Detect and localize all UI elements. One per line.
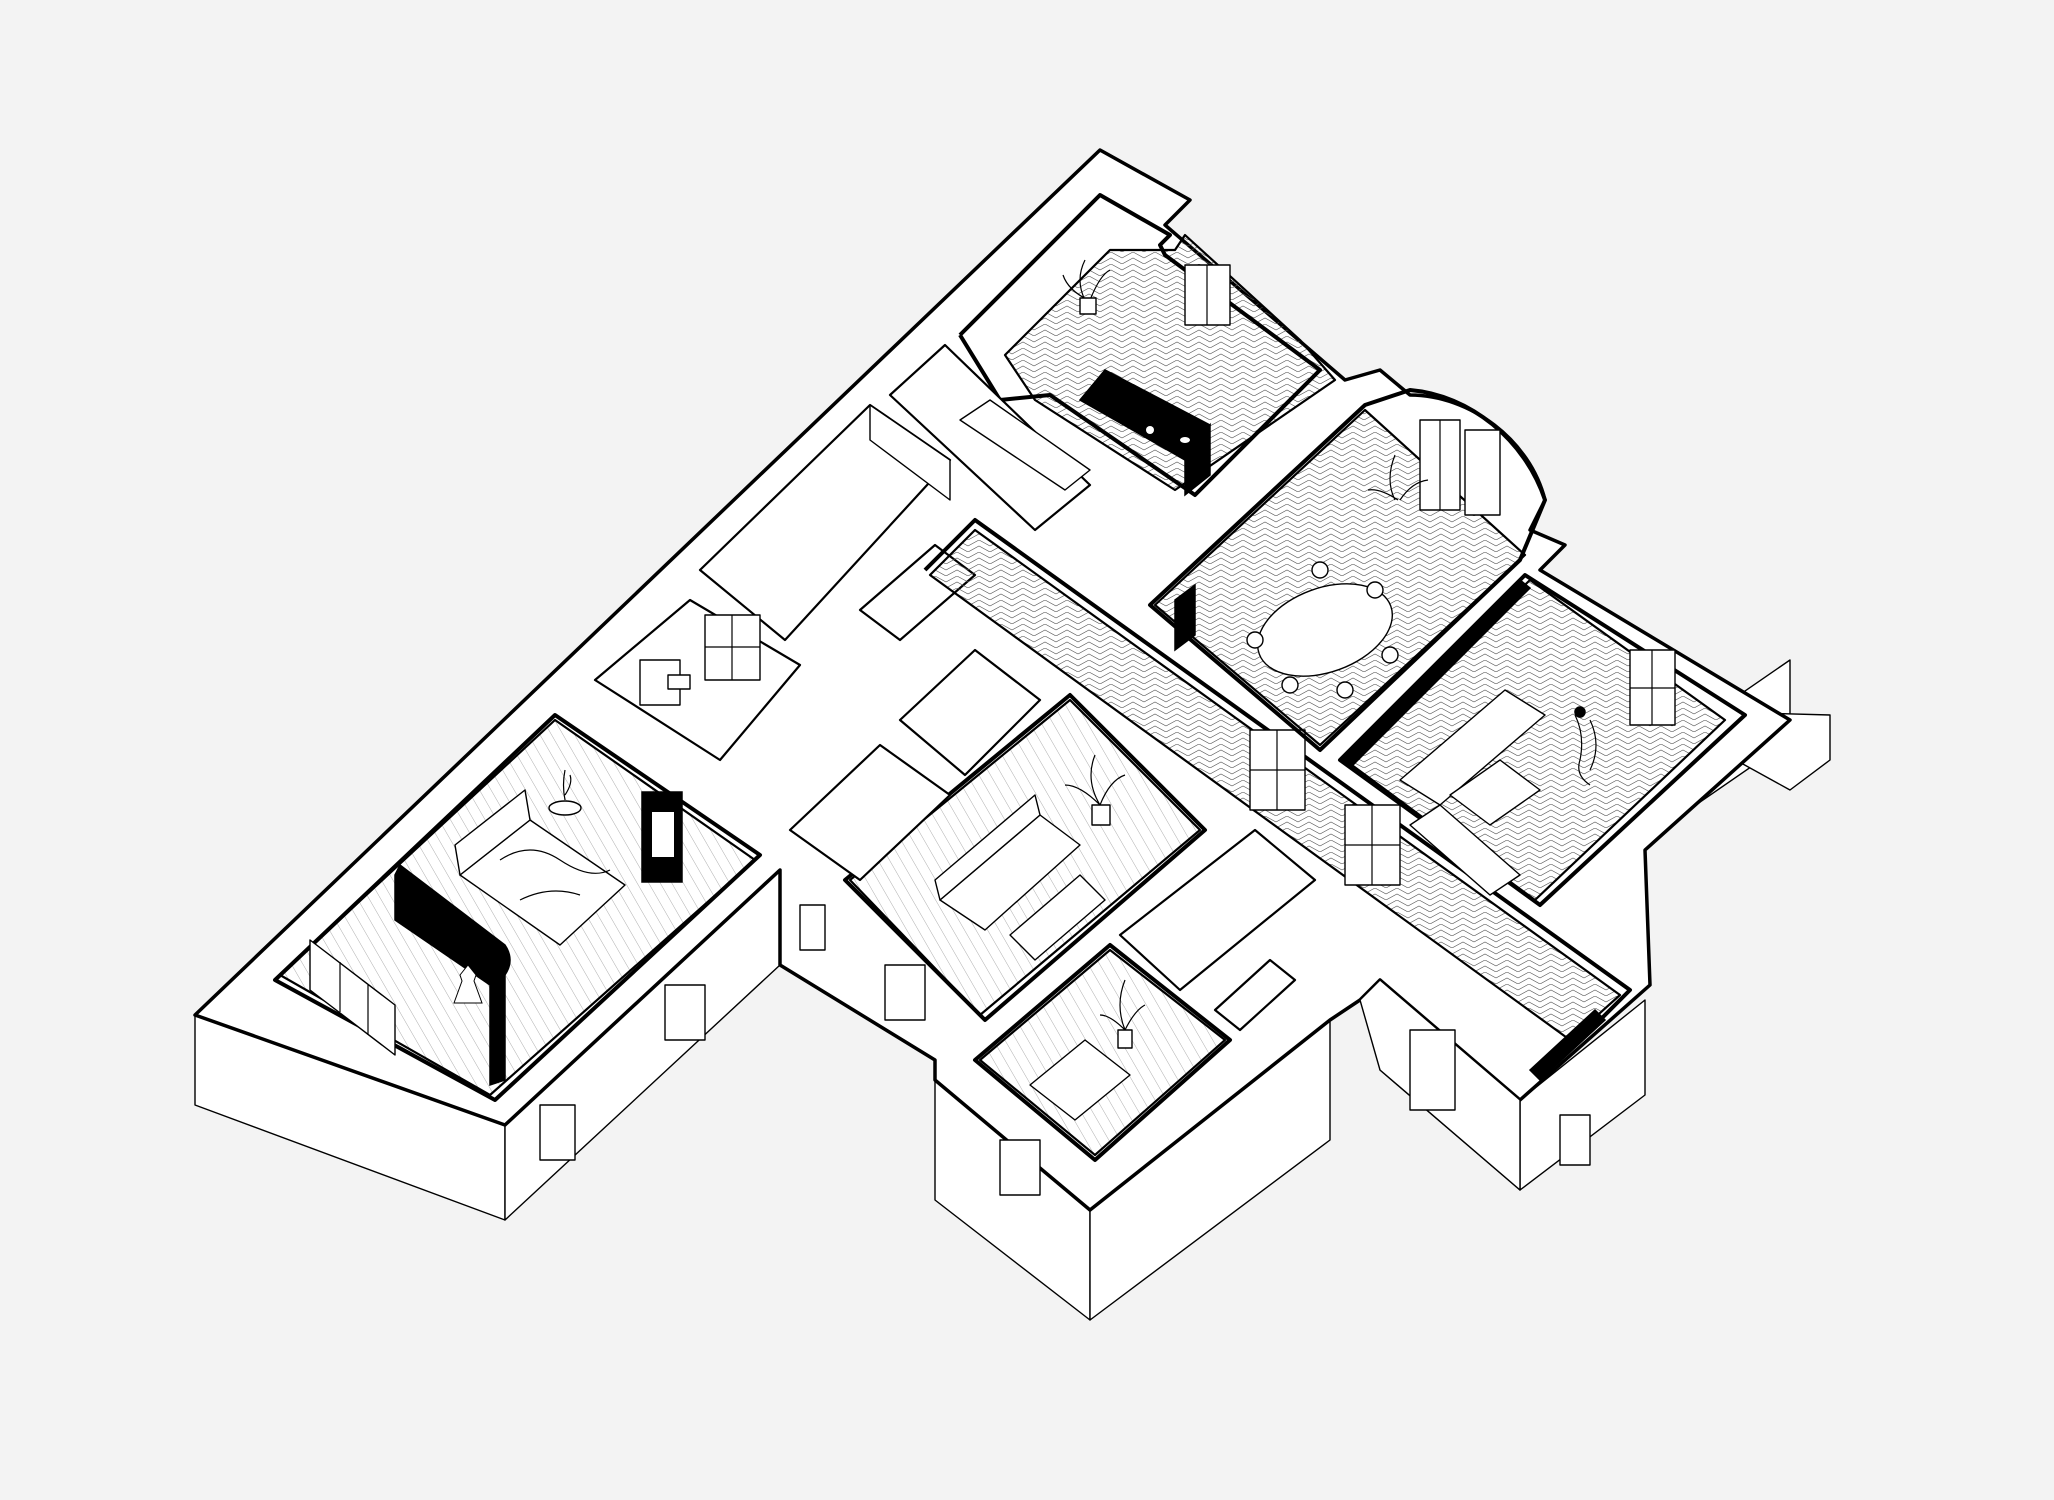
dining-chair-icons	[1246, 561, 1399, 699]
washbasin-icon	[667, 674, 691, 690]
small-bed-icon	[1029, 1039, 1131, 1121]
closet-b-floor	[898, 648, 1042, 777]
room-kitchen	[958, 193, 1337, 497]
exterior-window-icon	[1559, 1114, 1591, 1166]
dining-wall	[1148, 388, 1547, 752]
small-bedroom-wall	[973, 943, 1232, 1162]
room-storage	[1118, 828, 1317, 1032]
wardrobe-panels-icon	[309, 939, 396, 1056]
sectional-sofa-icon	[1399, 689, 1546, 896]
kitchen-island-side	[1184, 422, 1211, 497]
room-dining	[1148, 388, 1547, 752]
exterior-window-icon	[799, 904, 826, 951]
exterior-window-icon	[539, 1104, 576, 1161]
side-table-icon	[548, 769, 582, 816]
bedroom-door-icon	[641, 791, 683, 883]
exterior-window-icon	[999, 1139, 1041, 1196]
pantry-shelf	[959, 399, 1091, 491]
dining-table-icon	[1256, 583, 1394, 677]
central-living-wall	[843, 693, 1207, 1022]
dining-plant-icon	[1367, 454, 1429, 501]
room-small-bedroom	[973, 943, 1232, 1162]
room-pantry	[888, 343, 1092, 532]
hallway-window-icon	[1249, 729, 1306, 811]
dress-icon	[453, 964, 483, 1004]
lounge-wall-accent	[1338, 578, 1532, 770]
exterior-window-icon	[664, 984, 706, 1041]
corridor-left-wall	[869, 404, 951, 501]
bowl-icon	[1180, 437, 1190, 443]
arched-window-icon	[1419, 419, 1501, 516]
entrance-door-icon	[1409, 1029, 1456, 1111]
room-central-living	[843, 693, 1207, 1022]
central-plant-icon	[1064, 754, 1126, 826]
room-bathroom	[593, 598, 802, 762]
room-master-bedroom	[273, 713, 762, 1102]
bedroom-wall	[273, 713, 762, 1102]
room-entrance	[1359, 979, 1521, 1191]
exterior-window-icon	[884, 964, 926, 1021]
lounge-window-icon	[1629, 649, 1676, 726]
room-lounge	[1338, 573, 1747, 907]
sink-icon	[1146, 426, 1154, 434]
small-bedroom-floor	[978, 948, 1227, 1157]
coffee-table-icon	[1009, 874, 1106, 961]
small-bedroom-plant-icon	[1099, 979, 1146, 1049]
lounge-rug-icon	[1449, 759, 1541, 826]
exterior-windows	[539, 904, 1591, 1196]
hallway-window-icon-2	[1344, 804, 1401, 886]
wardrobe-icon	[394, 863, 511, 1087]
bed-icon	[454, 789, 626, 946]
sofa-icon	[934, 794, 1081, 931]
hallway-radiator	[1528, 1008, 1607, 1082]
kitchen-wall	[958, 193, 1322, 497]
storage-floor	[1118, 828, 1317, 992]
utility-floor	[1213, 958, 1297, 1032]
dining-door-icon	[1174, 583, 1196, 652]
kitchen-window-icon	[1184, 264, 1231, 326]
room-main-hallway	[923, 518, 1632, 1082]
people-icon	[1574, 706, 1597, 786]
rooms	[273, 193, 1747, 1196]
bathroom-window-icon	[704, 614, 761, 681]
plant-icon	[1062, 259, 1111, 315]
shower-icon	[639, 659, 681, 706]
closet-a-floor	[788, 743, 952, 882]
